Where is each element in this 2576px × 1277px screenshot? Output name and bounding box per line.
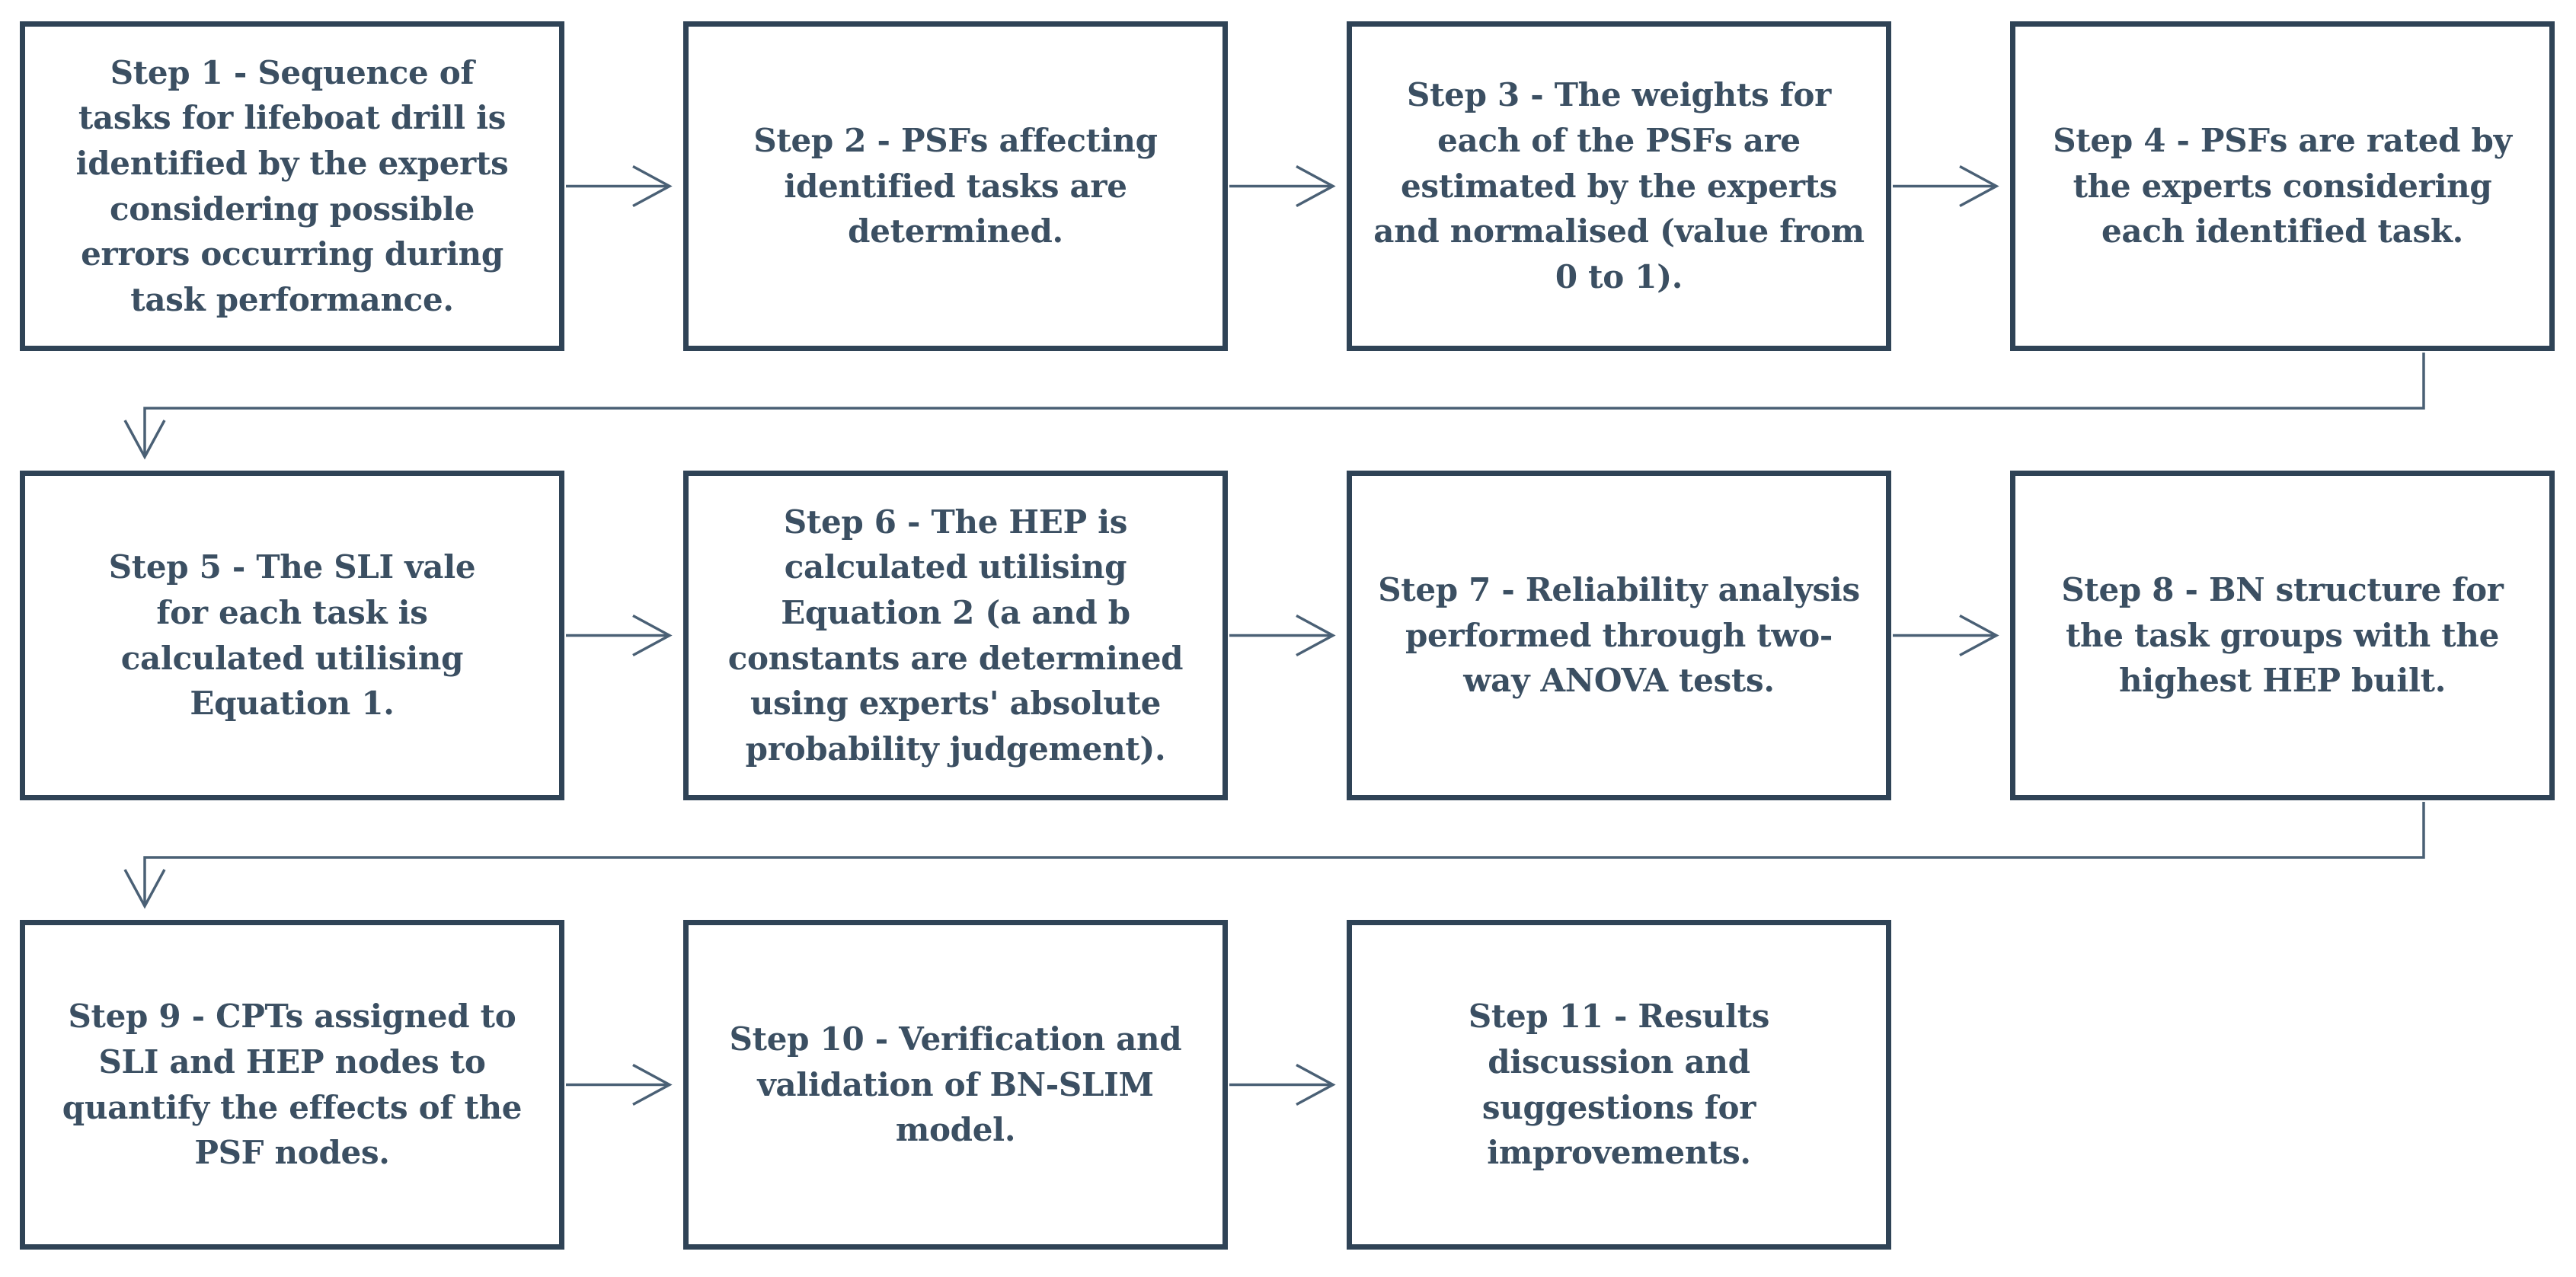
arrow-step-9-to-10-head (632, 1063, 673, 1106)
step-4-text: Step 4 - PSFs are rated by the experts c… (2053, 122, 2512, 251)
step-1-box: Step 1 - Sequence of tasks for lifeboat … (20, 21, 564, 351)
arrow-step-2-to-3-head (1296, 164, 1336, 208)
step-10-text: Step 10 - Verification and validation of… (729, 1020, 1182, 1149)
arrow-step-3-to-4-head (1959, 164, 1999, 208)
step-10-box: Step 10 - Verification and validation of… (683, 920, 1228, 1250)
step-7-box: Step 7 - Reliability analysis performed … (1347, 471, 1891, 800)
step-11-box: Step 11 - Results discussion and suggest… (1347, 920, 1891, 1250)
step-2-text: Step 2 - PSFs affecting identified tasks… (753, 122, 1158, 251)
step-7-text: Step 7 - Reliability analysis performed … (1378, 571, 1860, 700)
step-11-text: Step 11 - Results discussion and suggest… (1468, 998, 1770, 1172)
step-5-box: Step 5 - The SLI vale for each task is c… (20, 471, 564, 800)
arrow-step-6-to-7-head (1296, 614, 1336, 657)
step-8-box: Step 8 - BN structure for the task group… (2010, 471, 2555, 800)
step-1-text: Step 1 - Sequence of tasks for lifeboat … (75, 53, 509, 318)
step-3-box: Step 3 - The weights for each of the PSF… (1347, 21, 1891, 351)
arrow-step-5-to-6-head (632, 614, 673, 657)
step-8-text: Step 8 - BN structure for the task group… (2061, 571, 2504, 700)
arrow-step-8-to-9-line (143, 802, 2425, 906)
step-5-text: Step 5 - The SLI vale for each task is c… (108, 548, 476, 723)
arrow-step-10-to-11-head (1296, 1063, 1336, 1106)
step-6-box: Step 6 - The HEP is calculated utilising… (683, 471, 1228, 800)
arrow-step-4-to-5-line (143, 353, 2425, 457)
arrow-step-4-to-5-head (123, 420, 166, 460)
step-6-text: Step 6 - The HEP is calculated utilising… (727, 503, 1184, 768)
step-4-box: Step 4 - PSFs are rated by the experts c… (2010, 21, 2555, 351)
step-9-text: Step 9 - CPTs assigned to SLI and HEP no… (62, 998, 523, 1172)
step-3-text: Step 3 - The weights for each of the PSF… (1373, 76, 1865, 295)
step-2-box: Step 2 - PSFs affecting identified tasks… (683, 21, 1228, 351)
step-9-box: Step 9 - CPTs assigned to SLI and HEP no… (20, 920, 564, 1250)
arrow-step-8-to-9-head (123, 869, 166, 909)
arrow-step-7-to-8-head (1959, 614, 1999, 657)
arrow-step-1-to-2-head (632, 164, 673, 208)
